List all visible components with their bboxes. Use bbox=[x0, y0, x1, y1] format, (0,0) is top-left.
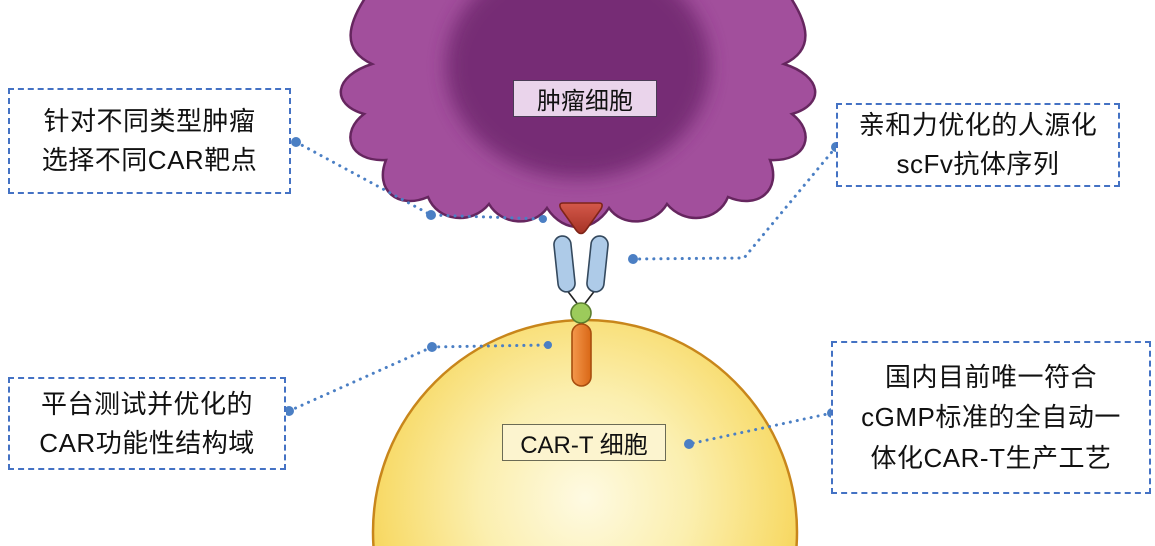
connector-bottom-right bbox=[687, 411, 834, 446]
callout-functional-domain: 平台测试并优化的 CAR功能性结构域 bbox=[8, 377, 286, 470]
callout-text-line: 针对不同类型肿瘤 bbox=[43, 106, 256, 136]
scfv-capsule-right-icon bbox=[586, 235, 609, 293]
callout-text-line: cGMP标准的全自动一 bbox=[861, 402, 1121, 433]
callout-cgmp-process: 国内目前唯一符合 cGMP标准的全自动一 体化CAR-T生产工艺 bbox=[831, 341, 1151, 494]
antigen-binder-icon bbox=[559, 202, 603, 235]
connector-top-left bbox=[294, 140, 545, 221]
callout-text-line: 体化CAR-T生产工艺 bbox=[870, 442, 1112, 473]
callout-text-line: CAR功能性结构域 bbox=[39, 427, 255, 458]
callout-scfv-sequence: 亲和力优化的人源化 scFv抗体序列 bbox=[836, 103, 1120, 187]
callout-car-targets: 针对不同类型肿瘤 选择不同CAR靶点 bbox=[8, 88, 291, 194]
hinge-domain-icon bbox=[570, 302, 592, 324]
car-receptor bbox=[553, 202, 609, 387]
signaling-domain-icon bbox=[571, 323, 592, 387]
callout-text-line: 亲和力优化的人源化 bbox=[858, 110, 1098, 140]
cart-cell-label-text: CAR-T 细胞 bbox=[520, 432, 648, 459]
cart-cell-label: CAR-T 细胞 bbox=[502, 424, 666, 461]
tumor-cell-label-text: 肿瘤细胞 bbox=[537, 88, 633, 115]
scfv-capsule-left-icon bbox=[553, 235, 576, 293]
callout-text-line: 平台测试并优化的 bbox=[40, 388, 253, 419]
callout-text-line: 国内目前唯一符合 bbox=[884, 362, 1097, 393]
tumor-cell-label: 肿瘤细胞 bbox=[513, 80, 657, 117]
callout-text-line: scFv抗体序列 bbox=[896, 149, 1060, 179]
callout-text-line: 选择不同CAR靶点 bbox=[41, 145, 258, 175]
